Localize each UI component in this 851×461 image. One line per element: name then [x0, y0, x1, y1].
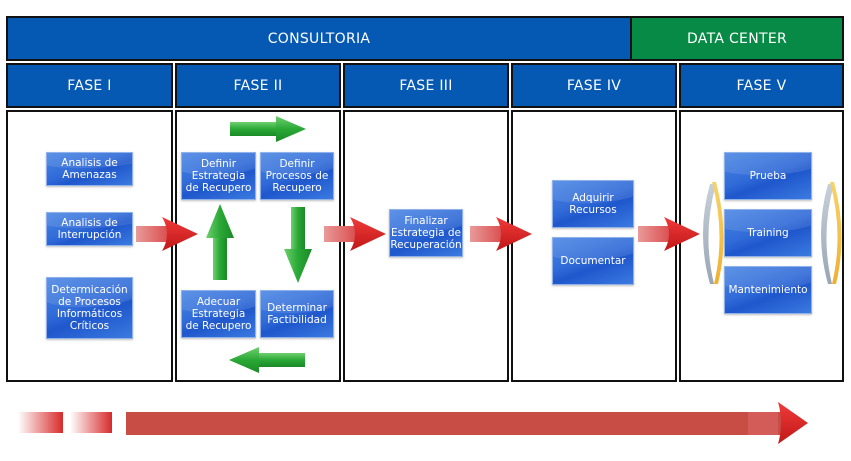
step-determinar-factibilidad: Determinar Factibilidad — [260, 290, 334, 338]
cycle-arrows-right-icon — [821, 182, 842, 284]
step-label: Determinar Factibilidad — [267, 302, 327, 326]
step-analisis-amenazas: Analisis de Amenazas — [46, 152, 133, 186]
step-analisis-interrupcion: Analisis de Interrupción — [46, 212, 133, 246]
step-finalizar-estrategia: Finalizar Estrategia de Recuperación — [389, 209, 463, 257]
flow-arrow-1-icon — [136, 217, 198, 251]
flow-arrow-2-icon — [324, 217, 386, 251]
phase-header-1: FASE I — [6, 63, 173, 108]
step-label: Training — [747, 227, 789, 239]
phase-header-5: FASE V — [679, 63, 844, 108]
timeline-highlight — [748, 412, 778, 435]
step-label: Mantenimiento — [728, 284, 808, 296]
timeline-dash-1 — [18, 412, 63, 433]
flow-arrow-4-icon — [638, 217, 700, 251]
step-label: Documentar — [560, 255, 626, 267]
cycle-arrows-left-icon — [703, 182, 724, 284]
phase-title: FASE V — [736, 77, 787, 94]
step-label: Analisis de Interrupción — [57, 217, 122, 241]
phase-title: FASE IV — [566, 77, 622, 94]
step-label: Adquirir Recursos — [569, 192, 617, 216]
phase-header-2: FASE II — [175, 63, 341, 108]
data-center-band: DATA CENTER — [630, 16, 844, 61]
step-label: Finalizar Estrategia de Recuperación — [390, 215, 462, 251]
green-arrow-up-icon — [206, 204, 234, 280]
step-adecuar-estrategia: Adecuar Estrategia de Recupero — [181, 290, 256, 338]
step-definir-procesos: Definir Procesos de Recupero — [260, 152, 334, 200]
step-label: Prueba — [749, 170, 787, 182]
step-prueba: Prueba — [724, 152, 812, 200]
step-label: Determicación de Procesos Informáticos C… — [51, 284, 128, 332]
timeline-shaft — [126, 412, 786, 435]
step-label: Adecuar Estrategia de Recupero — [185, 296, 252, 332]
green-arrow-down-icon — [284, 207, 312, 283]
step-label: Definir Procesos de Recupero — [265, 158, 329, 194]
green-arrow-left-icon — [229, 347, 305, 373]
step-mantenimiento: Mantenimiento — [724, 266, 812, 314]
phase-header-4: FASE IV — [511, 63, 677, 108]
step-definir-estrategia: Definir Estrategia de Recupero — [181, 152, 256, 200]
step-documentar: Documentar — [552, 237, 634, 285]
timeline-head — [778, 402, 808, 444]
step-determinacion-procesos: Determicación de Procesos Informáticos C… — [46, 277, 133, 339]
timeline-arrow-icon — [18, 402, 808, 444]
phase-title: FASE II — [233, 77, 283, 94]
step-adquirir-recursos: Adquirir Recursos — [552, 180, 634, 228]
phase-column-2 — [175, 110, 341, 382]
step-training: Training — [724, 209, 812, 257]
step-label: Analisis de Amenazas — [61, 157, 118, 181]
timeline-dash-2 — [70, 412, 112, 433]
phase-title: FASE I — [67, 77, 112, 94]
green-arrow-right-icon — [230, 116, 306, 142]
phase-header-3: FASE III — [343, 63, 509, 108]
data-center-label: DATA CENTER — [686, 30, 788, 47]
step-label: Definir Estrategia de Recupero — [185, 158, 252, 194]
phase-title: FASE III — [399, 77, 453, 94]
consultoria-band: CONSULTORIA — [6, 16, 632, 61]
flow-arrow-3-icon — [470, 217, 532, 251]
consultoria-label: CONSULTORIA — [267, 30, 371, 47]
